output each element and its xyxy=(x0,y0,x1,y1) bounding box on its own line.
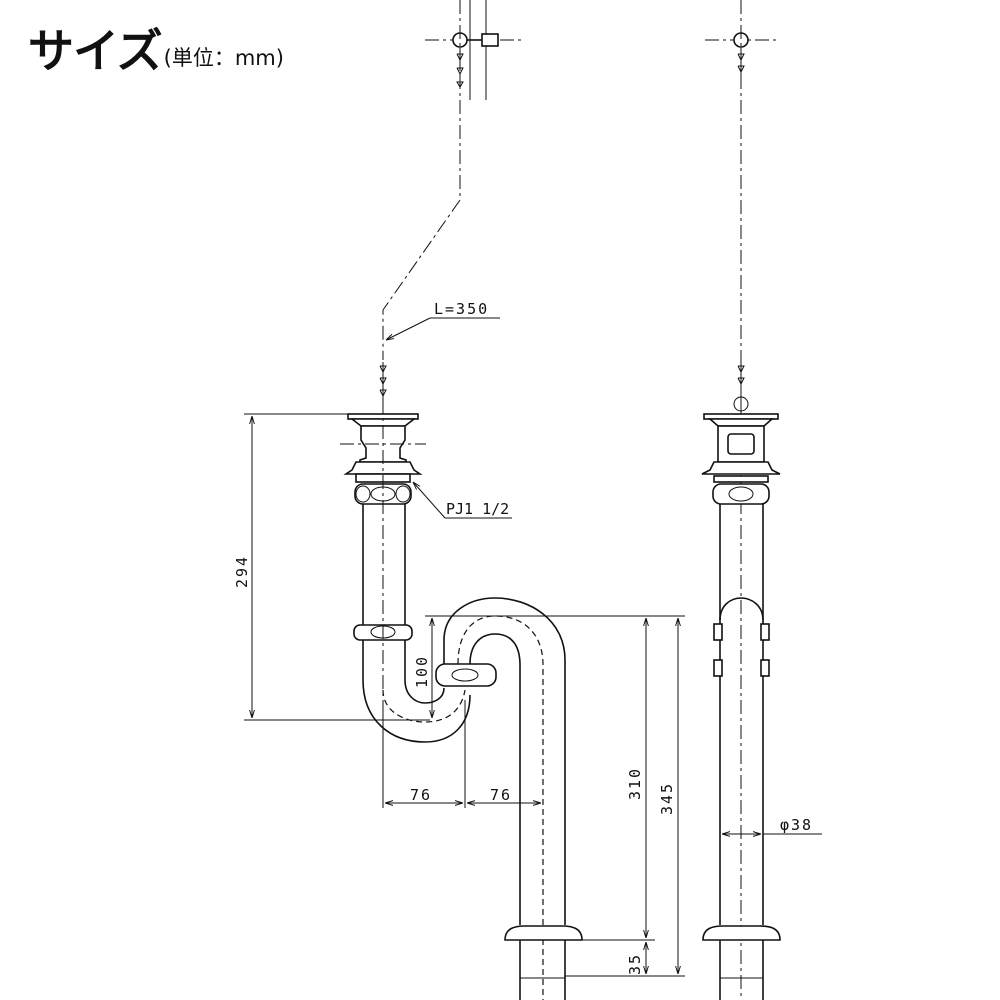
svg-text:35: 35 xyxy=(626,953,644,975)
drain-body-front xyxy=(340,400,426,700)
dimension-294: 294 xyxy=(233,413,430,721)
svg-text:76: 76 xyxy=(490,786,512,804)
dimension-thread: PJ1 1/2 xyxy=(413,482,512,519)
dimension-diameter: φ38 xyxy=(722,816,822,834)
dimension-310-345-35: 310 345 35 xyxy=(565,618,685,977)
dimension-100: 100 xyxy=(413,615,685,718)
svg-text:345: 345 xyxy=(658,782,676,815)
chain-anchor-side xyxy=(705,32,780,78)
dimension-chain-length: L=350 xyxy=(386,300,500,340)
svg-text:76: 76 xyxy=(410,786,432,804)
svg-text:φ38: φ38 xyxy=(780,816,813,834)
svg-text:PJ1 1/2: PJ1 1/2 xyxy=(446,500,509,518)
title-unit: (単位：mm) xyxy=(163,46,284,70)
dimension-76-76: 76 76 xyxy=(382,700,541,808)
chain-anchor-front xyxy=(425,0,525,100)
s-trap-front xyxy=(362,597,583,1000)
drain-body-side xyxy=(701,362,781,1000)
chain-line xyxy=(382,0,461,360)
svg-text:L=350: L=350 xyxy=(434,300,489,318)
svg-text:100: 100 xyxy=(413,655,431,688)
page-title: サイズ (単位：mm) xyxy=(28,22,284,80)
svg-text:294: 294 xyxy=(233,555,251,588)
title-main: サイズ xyxy=(28,24,163,78)
chain-links-front xyxy=(379,362,387,402)
svg-text:310: 310 xyxy=(626,767,644,800)
